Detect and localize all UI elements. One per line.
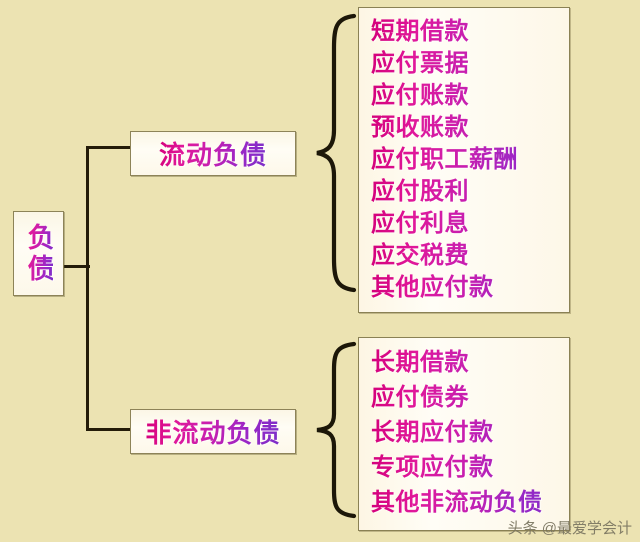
node-root-liabilities[interactable]: 负债 [13,211,64,296]
connector-arm-current [86,146,132,149]
list-item: 预收账款 [371,112,569,144]
node-current-liabilities-label: 流动负债 [159,135,267,172]
node-current-liabilities[interactable]: 流动负债 [130,131,296,176]
list-item: 应付股利 [371,176,569,208]
list-item: 应交税费 [371,240,569,272]
list-item: 其他非流动负债 [371,486,569,521]
list-item: 长期借款 [371,346,569,381]
list-noncurrent-liabilities: 长期借款 应付债券 长期应付款 专项应付款 其他非流动负债 [358,337,570,531]
curly-brace-current-icon [316,13,357,293]
node-noncurrent-liabilities[interactable]: 非流动负债 [130,409,296,454]
node-root-label: 负债 [23,222,54,285]
connector-arm-noncurrent [86,428,132,431]
list-current-liabilities: 短期借款 应付票据 应付账款 预收账款 应付职工薪酬 应付股利 应付利息 应交税… [358,7,570,313]
list-item: 应付债券 [371,381,569,416]
watermark: 头条 @最爱学会计 [507,520,632,537]
node-noncurrent-liabilities-label: 非流动负债 [145,413,280,450]
list-item: 短期借款 [371,16,569,48]
list-item: 应付利息 [371,208,569,240]
list-item: 应付票据 [371,48,569,80]
list-item: 长期应付款 [371,416,569,451]
list-item: 其他应付款 [371,272,569,304]
connector-vertical-trunk [86,146,89,431]
connector-root-stub [63,265,90,268]
list-item: 应付职工薪酬 [371,144,569,176]
list-item: 应付账款 [371,80,569,112]
curly-brace-noncurrent-icon [316,341,357,519]
list-item: 专项应付款 [371,451,569,486]
